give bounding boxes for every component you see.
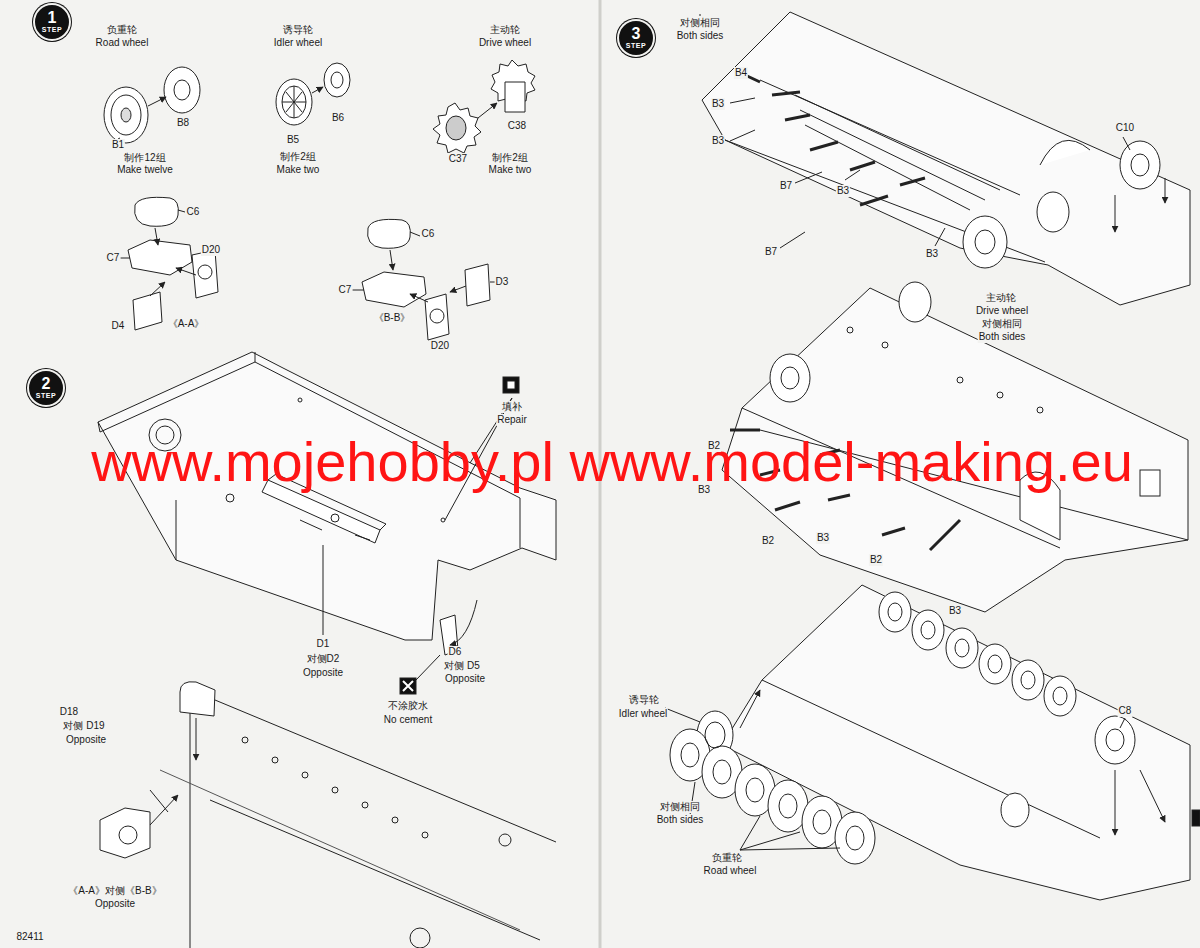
caption: 82411 [15, 931, 44, 943]
part-number: C38 [507, 120, 527, 132]
part-number: C6 [421, 228, 436, 240]
part-number: B8 [176, 117, 190, 129]
step-badge: 3STEP [619, 21, 653, 55]
part-number: D18 [59, 706, 79, 718]
part-number: B7 [764, 246, 778, 258]
caption: 对侧D2 [306, 653, 341, 665]
caption: 对侧 D5 [443, 660, 481, 672]
part-number: C7 [106, 252, 121, 264]
caption: 对侧相同 [679, 17, 721, 29]
caption: Opposite [302, 667, 344, 679]
part-number: D20 [201, 244, 221, 256]
caption: 制作2组 [279, 151, 317, 163]
caption: Road wheel [703, 865, 758, 877]
part-number: C10 [1115, 122, 1135, 134]
step-badge: 2STEP [29, 371, 63, 405]
caption: 负重轮 [711, 852, 743, 864]
caption: 不涂胶水 [387, 700, 429, 712]
part-number: B6 [331, 112, 345, 124]
part-number: B3 [925, 248, 939, 260]
part-number: C6 [186, 206, 201, 218]
part-number: B2 [707, 440, 721, 452]
part-number: B3 [948, 605, 962, 617]
caption: 制作2组 [491, 152, 529, 164]
caption: Make twelve [116, 164, 174, 176]
caption: 对侧相同 [659, 801, 701, 813]
caption: 《B-B》 [373, 312, 412, 324]
caption: Idler wheel [618, 708, 668, 720]
caption: Opposite [65, 734, 107, 746]
caption: Make two [276, 164, 321, 176]
caption: Opposite [444, 673, 486, 685]
part-number: D1 [316, 638, 331, 650]
part-number: D6 [448, 646, 463, 658]
part-number: D4 [111, 320, 126, 332]
caption: Both sides [978, 331, 1027, 343]
part-number: C8 [1118, 705, 1133, 717]
caption: No cement [383, 714, 433, 726]
caption: Both sides [656, 814, 705, 826]
part-number: B3 [697, 484, 711, 496]
step-word: STEP [42, 26, 62, 34]
caption: Drive wheel [478, 37, 532, 49]
step-word: STEP [36, 392, 56, 400]
part-number: B3 [711, 135, 725, 147]
part-number: B2 [869, 554, 883, 566]
part-number: B1 [111, 139, 125, 151]
step-number: 1 [48, 10, 57, 26]
part-number: B5 [286, 134, 300, 146]
caption: 诱导轮 [282, 24, 314, 36]
part-number: B7 [779, 180, 793, 192]
caption: 主动轮 [985, 292, 1017, 304]
caption: 《A-A》对侧《B-B》 [67, 885, 162, 897]
caption: 对侧 D19 [62, 720, 105, 732]
caption: Both sides [676, 30, 725, 42]
caption: Repair [496, 414, 527, 426]
caption: 诱导轮 [628, 694, 660, 706]
caption: 填补 [501, 401, 523, 413]
caption: 主动轮 [489, 24, 521, 36]
part-number: B3 [816, 532, 830, 544]
part-number: B4 [734, 67, 748, 79]
step-word: STEP [626, 42, 646, 50]
watermark: www.mojehobby.pl www.model-making.eu [91, 432, 1133, 492]
part-number: D3 [495, 276, 510, 288]
step-badge: 1STEP [35, 5, 69, 39]
step-number: 2 [42, 376, 51, 392]
part-number: B2 [761, 535, 775, 547]
caption: 负重轮 [106, 24, 138, 36]
part-number: C37 [448, 153, 468, 165]
caption: Make two [488, 164, 533, 176]
caption: Opposite [94, 898, 136, 910]
part-number: D20 [430, 340, 450, 352]
caption: 《A-A》 [167, 318, 206, 330]
caption: Road wheel [95, 37, 150, 49]
caption: 对侧相同 [981, 318, 1023, 330]
part-number: B3 [711, 98, 725, 110]
caption: Drive wheel [975, 305, 1029, 317]
caption: 制作12组 [123, 152, 166, 164]
caption: Idler wheel [273, 37, 323, 49]
part-number: C7 [338, 284, 353, 296]
step-number: 3 [632, 26, 641, 42]
part-number: B3 [836, 185, 850, 197]
